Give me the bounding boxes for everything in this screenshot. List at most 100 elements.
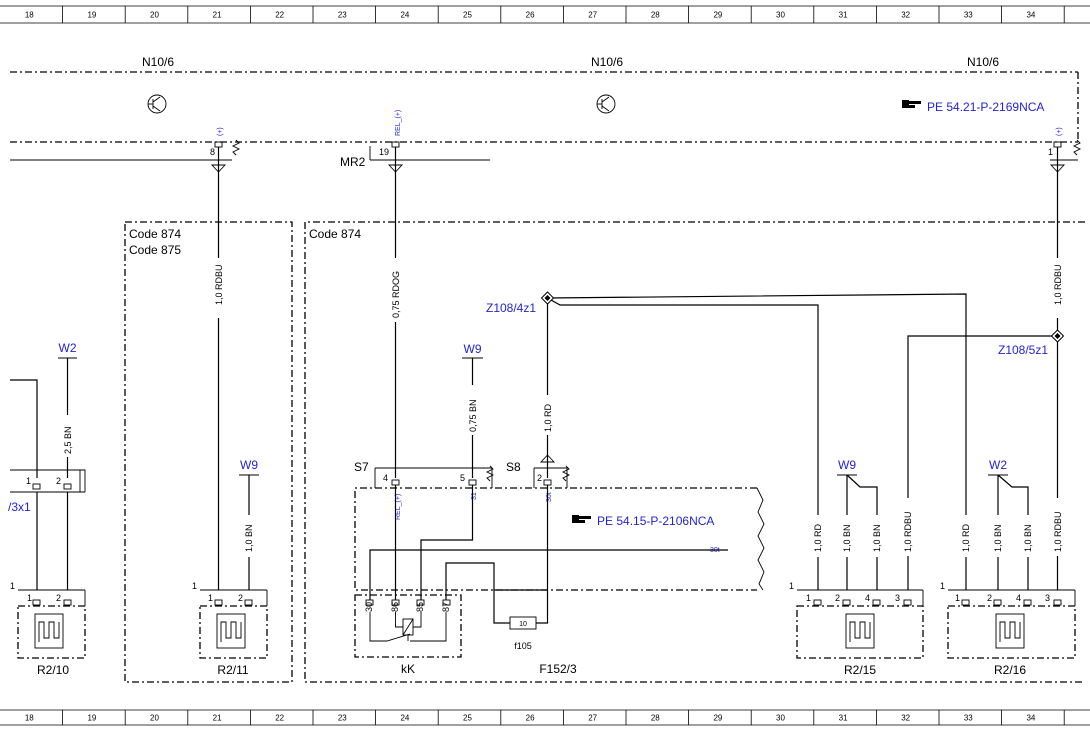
bottom-ruler-column-20: 20 (150, 714, 159, 723)
bottom-ruler-column-31: 31 (839, 714, 848, 723)
fuse-icon: 10 (509, 616, 537, 630)
fuse-box-f152-3: S7 S8 4 5 2 PE 54.15-P-2106NCA REL_(+) 3… (354, 460, 765, 676)
top-ruler-column-34: 34 (1026, 11, 1035, 20)
top-ruler-column-24: 24 (400, 11, 409, 20)
module-signal-3: (+) (1056, 127, 1063, 136)
pointing-hand-icon (902, 100, 921, 108)
module-pin-1: 1 (1048, 147, 1053, 157)
code-label-875: Code 875 (129, 243, 181, 257)
r216-pin-1: 1 (955, 593, 960, 603)
wire-label-r215-4: 1,0 RDBU (903, 511, 913, 552)
heater-label-r211: R2/11 (217, 663, 248, 677)
ground-w9-r215: W9 (838, 458, 856, 472)
fuse-box-label: F152/3 (539, 662, 577, 676)
fuse-label: f105 (514, 641, 532, 651)
module-label-3: N10/6 (967, 55, 999, 69)
top-ruler-column-18: 18 (25, 11, 34, 20)
module-n10-6: N10/6 N10/6 N10/6 PE 54.21-P-2169NCA 8 1… (10, 55, 1079, 169)
bottom-ruler-column-27: 27 (588, 714, 597, 723)
ground-w2-r216: W2 (989, 458, 1007, 472)
top-ruler-column-19: 19 (87, 11, 96, 20)
r215-pin-3: 3 (895, 593, 900, 603)
wire-label-4: 1,0 RD (543, 403, 553, 432)
fuse-value: 10 (519, 621, 527, 628)
wire-label-r216-3: 1,0 BN (1023, 524, 1033, 552)
bottom-ruler-column-24: 24 (400, 714, 409, 723)
top-ruler-column-22: 22 (275, 11, 284, 20)
s7-label: S7 (354, 460, 369, 474)
top-ruler-column-32: 32 (901, 11, 910, 20)
top-ruler-column-29: 29 (713, 11, 722, 20)
heater-r2-11: 1 1 2 R2/11 (192, 581, 268, 677)
heating-element-icon (34, 613, 64, 649)
splice-z108-5z1: Z108/5z1 (998, 329, 1065, 357)
r216-pin-4: 4 (1016, 593, 1021, 603)
wire-label-r216-1: 1,0 RD (961, 523, 971, 552)
wire-label-6: 2,5 BN (63, 426, 73, 454)
relay-pin-87: 87 (441, 602, 451, 612)
code-label-874-left: Code 874 (129, 227, 181, 241)
wire-label-r215-3: 1,0 BN (872, 524, 882, 552)
bottom-ruler-column-19: 19 (87, 714, 96, 723)
wire-label-5: 1,0 RDBU (1053, 264, 1063, 305)
code-label-874-right: Code 874 (309, 227, 361, 241)
top-ruler-column-21: 21 (213, 11, 222, 20)
r215-side-pin: 1 (789, 581, 794, 591)
x3x1-pin-2: 2 (56, 476, 61, 486)
r216-side-pin: 1 (940, 581, 945, 591)
heater-label-r216: R2/16 (994, 663, 1026, 677)
ground-w9-r211: W9 (240, 458, 258, 472)
module-label-1: N10/6 (142, 55, 174, 69)
relay-pin-85: 85 (415, 602, 425, 612)
bottom-ruler-column-26: 26 (526, 714, 535, 723)
wire-label-r216-4: 1,0 RDBU (1053, 511, 1063, 552)
module-label-2: N10/6 (591, 55, 623, 69)
relay-pin-86: 86 (390, 602, 400, 612)
bottom-ruler-column-22: 22 (275, 714, 284, 723)
ground-labels: W2 W9 W9 W9 W2 (58, 341, 1008, 476)
x3x1-pin-1: 1 (26, 476, 31, 486)
module-pin-8: 8 (210, 147, 215, 157)
wire-labels: 1,0 RDBU 0,75 RDOG 0,75 BN 1,0 RD 1,0 RD… (62, 258, 1063, 557)
top-ruler-column-23: 23 (338, 11, 347, 20)
ground-w9-fuse: W9 (464, 342, 482, 356)
transistor-icon (147, 94, 167, 114)
r210-pin-2: 2 (56, 593, 61, 603)
wire-label-3: 0,75 BN (468, 399, 478, 432)
relay-kk: 30 86 85 87 kK (354, 594, 462, 676)
heating-element-icon (995, 613, 1025, 649)
wire-label-r211-bn: 1,0 BN (244, 524, 254, 552)
heater-r2-10: 1 1 2 R2/10 (10, 581, 86, 677)
top-ruler-column-20: 20 (150, 11, 159, 20)
splice-label-5z1: Z108/5z1 (998, 343, 1048, 357)
fuse-pin-2: 2 (537, 473, 542, 483)
bottom-ruler-column-21: 21 (213, 714, 222, 723)
wire-label-1: 1,0 RDBU (214, 264, 224, 305)
fuse-pin-4: 4 (383, 473, 388, 483)
code-box-right: Code 874 (304, 221, 1085, 683)
code-box-left: Code 874 Code 875 (124, 221, 293, 683)
r210-side-pin: 1 (10, 581, 15, 591)
heater-label-r210: R2/10 (37, 663, 69, 677)
splice-label-4z1: Z108/4z1 (486, 301, 536, 315)
bottom-ruler-column-34: 34 (1026, 714, 1035, 723)
wire-label-r216-2: 1,0 BN (993, 524, 1003, 552)
bottom-ruler-column-25: 25 (463, 714, 472, 723)
fuse-box-reference: PE 54.15-P-2106NCA (597, 514, 714, 528)
wire-label-r215-2: 1,0 BN (842, 524, 852, 552)
top-ruler-column-26: 26 (526, 11, 535, 20)
fuse-signal-rel: REL_(+) (395, 494, 402, 520)
relay-label: kK (401, 662, 415, 676)
module-signal-1: (+) (217, 127, 224, 136)
pointing-hand-icon (572, 515, 591, 523)
splice-z108-4z1: Z108/4z1 (486, 291, 555, 315)
wire-label-r215-1: 1,0 RD (813, 523, 823, 552)
module-signal-2: REL_(+) (395, 110, 402, 136)
r216-pin-2: 2 (987, 593, 992, 603)
heating-element-icon (845, 613, 875, 649)
ground-w2-left: W2 (59, 341, 77, 355)
r211-pin-2: 2 (238, 593, 243, 603)
r211-pin-1: 1 (208, 593, 213, 603)
